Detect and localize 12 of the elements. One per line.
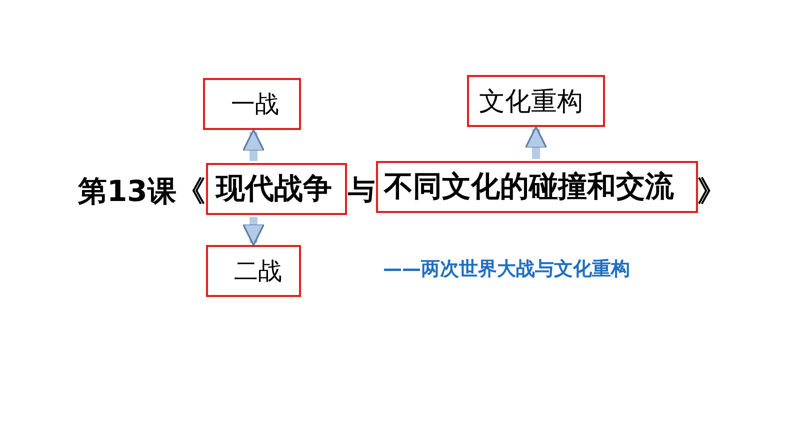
title-text: 与 (348, 174, 375, 208)
text-box: 文化重构 (467, 75, 605, 127)
text-box: 现代战争 (206, 163, 347, 215)
text-box: 不同文化的碰撞和交流 (376, 161, 698, 213)
block-arrow (524, 126, 548, 159)
block-arrow (242, 129, 265, 161)
title-text: 》 (697, 173, 726, 210)
text-box: 二战 (206, 245, 301, 297)
subtitle-text: ——两次世界大战与文化重构 (383, 257, 630, 282)
block-arrow (242, 217, 265, 246)
text-box: 一战 (203, 78, 301, 130)
title-text: 第13课《 (78, 173, 206, 210)
